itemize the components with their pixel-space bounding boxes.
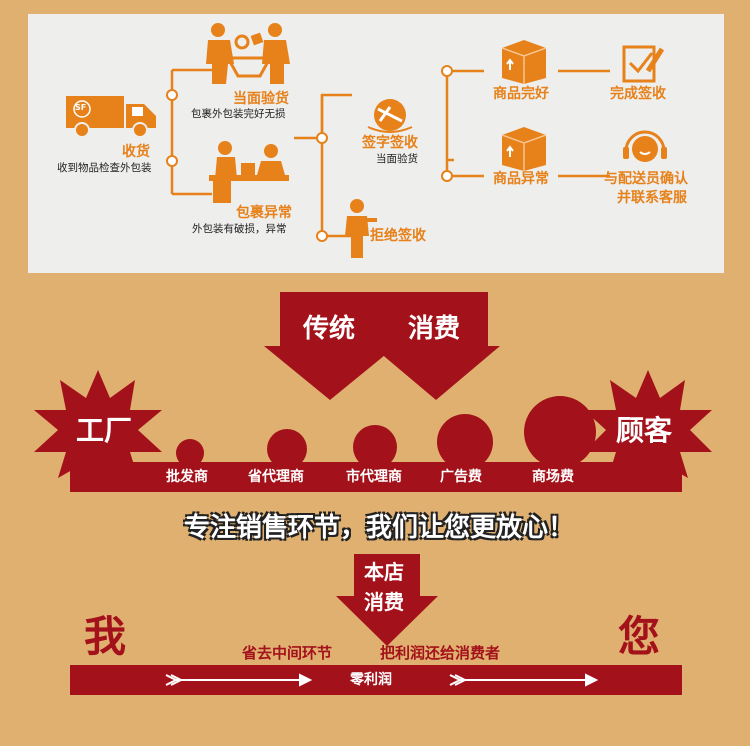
chain-item-provincial-agent: 省代理商: [248, 469, 304, 485]
bubble-2: [267, 429, 307, 469]
our-store-arrow: [336, 554, 438, 646]
goods-ok-title: 商品完好: [493, 86, 549, 102]
chain-band: [70, 462, 682, 492]
abnormal-pkg-title: 包裹异常: [236, 205, 292, 221]
bubble-1: [176, 439, 204, 467]
inspect-icon: [206, 23, 290, 84]
our-store-line2: 消费: [364, 590, 404, 614]
factory-starburst: [34, 370, 162, 490]
our-store-line1: 本店: [364, 560, 404, 584]
customer-label: 顾客: [616, 414, 673, 447]
right-note: 把利润还给消费者: [380, 644, 501, 662]
left-note: 省去中间环节: [242, 644, 333, 662]
traditional-arrow-left: [264, 292, 396, 400]
reject-icon: [345, 199, 377, 258]
chain-item-city-agent: 市代理商: [346, 469, 402, 485]
slogan: 专注销售环节，我们让您更放心！: [184, 513, 575, 543]
me-label: 我: [84, 612, 127, 661]
sign-title: 签字签收: [362, 135, 418, 151]
confirm-line1: 与配送员确认: [604, 171, 688, 187]
bubble-5: [524, 396, 596, 468]
abnormal-pkg-desc: 外包装有破损，异常: [192, 223, 287, 235]
complete-title: 完成签收: [610, 86, 666, 102]
truck-logo: SF: [75, 103, 87, 112]
receive-title: 收货: [122, 144, 150, 160]
you-label: 您: [618, 612, 661, 661]
receive-desc: 收到物品检查外包装: [57, 162, 152, 174]
sign-icon: [367, 99, 413, 133]
truck-icon: [66, 96, 156, 138]
confirm-line2: 并联系客服: [617, 190, 687, 206]
zero-profit-label: 零利润: [350, 672, 392, 688]
goods-bad-title: 商品异常: [493, 171, 549, 187]
reject-title: 拒绝签收: [370, 228, 426, 244]
factory-label: 工厂: [76, 414, 133, 447]
package-abnormal-icon: [209, 141, 289, 203]
customer-service-icon: [623, 130, 667, 162]
inspect-desc: 包裹外包装完好无损: [191, 108, 286, 120]
consumption-label: 消费: [408, 314, 461, 344]
sign-desc: 当面验货: [376, 153, 418, 165]
customer-starburst: [584, 370, 712, 490]
traditional-arrow-right: [372, 292, 500, 400]
box-ok-icon: [501, 40, 547, 84]
chain-item-ad-fee: 广告费: [440, 469, 482, 485]
bubble-3: [353, 425, 397, 469]
delivery-flow-panel: [28, 14, 724, 273]
chain-item-wholesaler: 批发商: [166, 469, 208, 485]
inspect-title: 当面验货: [233, 91, 289, 107]
chain-item-mall-fee: 商场费: [532, 469, 574, 485]
box-bad-icon: [501, 127, 547, 171]
bubble-4: [437, 414, 493, 470]
complete-sign-icon: [622, 45, 665, 83]
traditional-label: 传统: [303, 314, 356, 344]
